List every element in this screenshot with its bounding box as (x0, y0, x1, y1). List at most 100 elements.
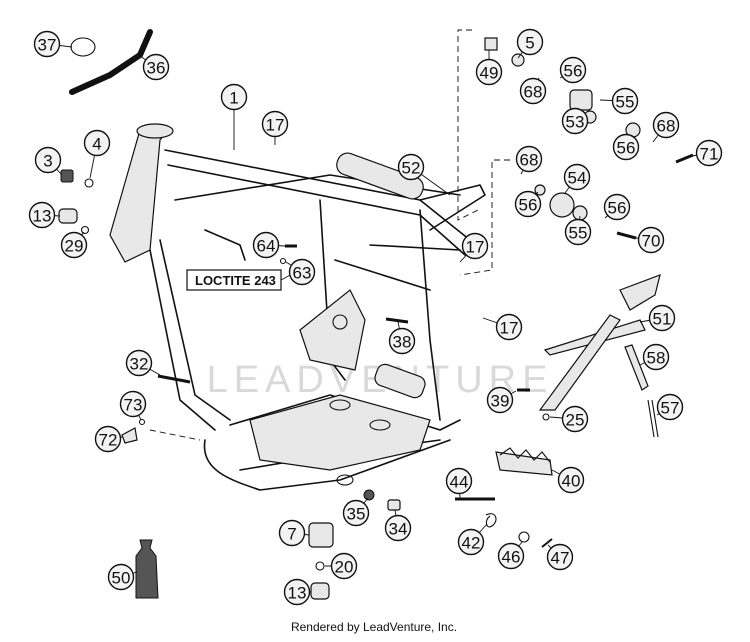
callout-label-46: 46 (502, 548, 521, 567)
callout-circle-40 (557, 466, 585, 494)
callout-label-20: 20 (335, 558, 354, 577)
callout-label-42: 42 (462, 534, 481, 553)
callout-label-7: 7 (287, 525, 296, 544)
footpeg-spring (485, 513, 497, 528)
callout-circle-49 (475, 58, 503, 86)
bolt-38 (385, 317, 409, 324)
shock-mount (374, 363, 426, 399)
rubber-bushing-upper (569, 89, 593, 111)
washer-25 (542, 413, 550, 421)
rear-upright-right (419, 209, 441, 421)
callout-label-71: 71 (700, 145, 719, 164)
washer-20 (315, 561, 325, 571)
bolt-70 (616, 231, 637, 240)
hardware-parts (58, 29, 694, 600)
callout-label-36: 36 (147, 59, 166, 78)
callout-label-13: 13 (33, 207, 52, 226)
callout-circle-50 (107, 563, 135, 591)
callout-label-53: 53 (566, 113, 585, 132)
callout-label-72: 72 (99, 431, 118, 450)
callout-label-29: 29 (65, 237, 84, 256)
callout-label-3: 3 (43, 152, 52, 171)
callout-circle-46 (497, 542, 525, 570)
bushing-lower (310, 582, 330, 600)
callout-label-13: 13 (288, 584, 307, 603)
nut-35 (363, 489, 375, 501)
callout-circle-42 (457, 528, 485, 556)
callout-label-56: 56 (519, 196, 538, 215)
callout-circle-34 (384, 514, 412, 542)
down-tube-right (159, 239, 231, 421)
mid-bracket (369, 244, 461, 251)
callout-circle-56 (612, 133, 640, 161)
group-outline-lower (459, 159, 510, 276)
callout-circle-68 (515, 145, 543, 173)
callout-label-32: 32 (130, 355, 149, 374)
loctite-bottle (135, 539, 159, 599)
callout-circle-13 (283, 578, 311, 606)
down-tube-left (149, 249, 216, 431)
callout-circle-5 (516, 28, 544, 56)
callout-circle-36 (142, 53, 170, 81)
callout-circle-17 (495, 313, 523, 341)
callout-label-56: 56 (617, 139, 636, 158)
cross-member (334, 259, 431, 291)
nut-34 (387, 499, 401, 511)
callout-circle-20 (330, 552, 358, 580)
callout-circle-25 (561, 405, 589, 433)
callout-label-34: 34 (389, 520, 408, 539)
long-bolt (157, 374, 191, 384)
callout-label-56: 56 (564, 62, 583, 81)
front-bracket (204, 229, 246, 261)
kickstand-spring (647, 399, 659, 438)
callout-label-17: 17 (466, 238, 485, 257)
cotter-pin (541, 538, 553, 548)
cradle-left (203, 439, 451, 491)
callout-label-68: 68 (524, 83, 543, 102)
callout-circle-52 (397, 153, 425, 181)
callout-label-55: 55 (569, 224, 588, 243)
callout-circle-55 (564, 218, 592, 246)
airbox-mount (336, 152, 424, 200)
damper-part (549, 192, 575, 218)
callout-circle-13 (28, 201, 56, 229)
kickstand-foot (619, 274, 661, 311)
kickstand-leg (538, 314, 621, 411)
callout-circle-55 (611, 87, 639, 115)
skid-hole-1 (329, 399, 351, 411)
callout-circle-1 (220, 83, 248, 111)
callout-label-58: 58 (647, 349, 666, 368)
callout-circle-71 (695, 139, 723, 167)
clip-part (484, 37, 498, 51)
callout-label-38: 38 (393, 333, 412, 352)
callout-group: 1345713131717172025293234353637383940424… (28, 28, 723, 606)
callout-circle-37 (33, 30, 61, 58)
callout-label-37: 37 (38, 36, 57, 55)
plug-part (60, 169, 74, 183)
callout-circle-17 (261, 110, 289, 138)
callout-label-40: 40 (562, 472, 581, 491)
callout-circle-3 (34, 146, 62, 174)
cradle-end (336, 474, 354, 486)
pivot-hole (332, 314, 348, 330)
callout-circle-7 (278, 519, 306, 547)
skid-plate (249, 394, 431, 471)
callout-circle-70 (637, 226, 665, 254)
hose-clamp (70, 37, 96, 57)
callout-circle-56 (559, 56, 587, 84)
callout-label-57: 57 (661, 399, 680, 418)
callout-label-44: 44 (450, 473, 469, 492)
callout-label-1: 1 (229, 89, 238, 108)
callout-circle-54 (563, 163, 591, 191)
callout-circle-44 (445, 467, 473, 495)
washer-part (80, 225, 90, 235)
pivot-plate (299, 289, 366, 371)
callout-circle-53 (561, 107, 589, 135)
callout-label-47: 47 (551, 549, 570, 568)
washer-73 (138, 418, 146, 426)
callout-circle-51 (648, 304, 676, 332)
callout-label-68: 68 (657, 117, 676, 136)
footpeg-teeth (499, 447, 551, 463)
group-outline-upper (457, 29, 479, 221)
